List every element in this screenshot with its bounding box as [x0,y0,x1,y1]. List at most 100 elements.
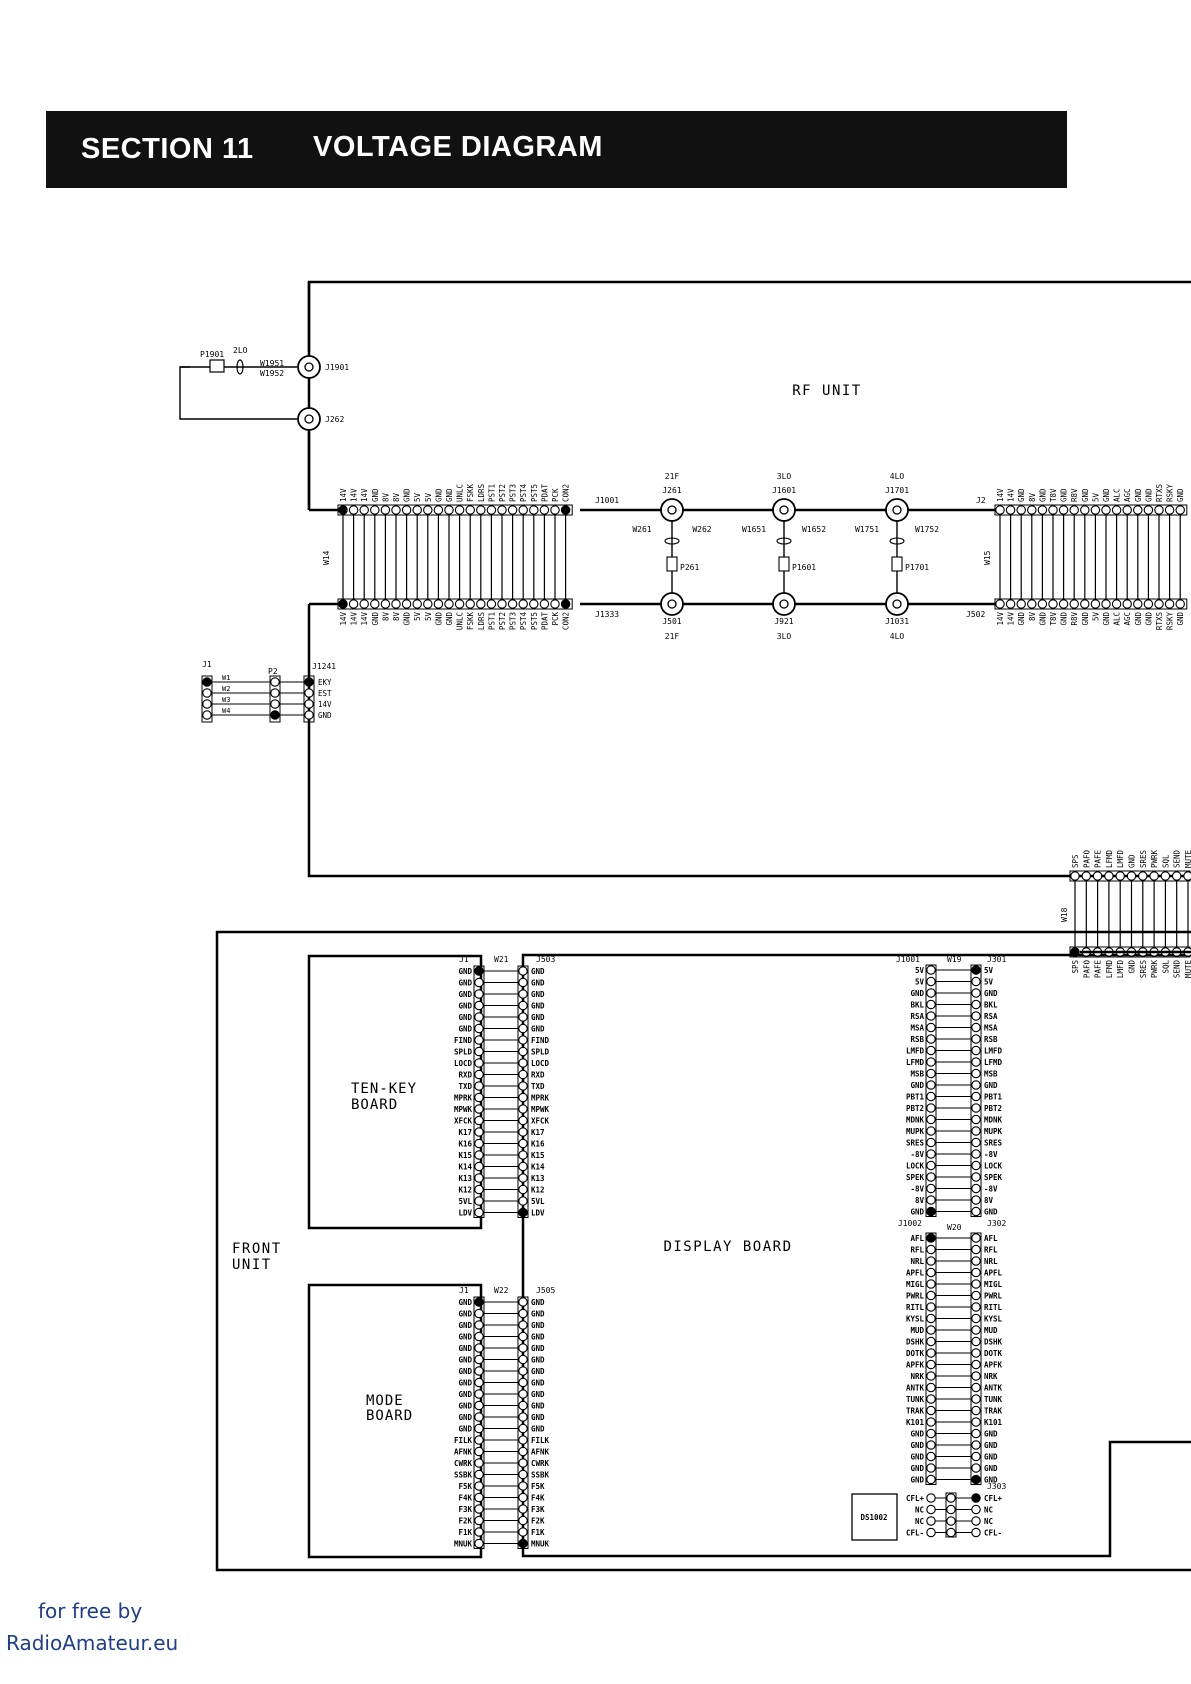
connector-j2-j502-top-pin [1111,505,1122,515]
coax-ferrule [236,359,244,375]
display-j1001-connector-right-pin [971,965,981,975]
connector-j1001-j1333-top-pin [391,505,401,515]
coax-plug-1: P1601 [792,563,816,572]
tenkey-connector-left-pin [474,1035,484,1045]
tenkey-connector-right-label: K16 [531,1140,545,1149]
w18-top-pin-label: MUTE [1184,849,1191,868]
connector-j1001-j1333-top-pin [359,505,369,515]
connector-j2-j502-bottom-pin [1080,599,1090,609]
tenkey-connector-right-label: SPLD [531,1048,550,1057]
mode-connector-left-body [473,1296,485,1549]
connector-j2-j502-bottom-pin [1143,599,1154,609]
display-j1001-connector-left-label: 5V [915,966,925,975]
connector-j1001-j1333-bottom-pin [433,599,444,609]
mode-connector-left-label: GND [458,1310,472,1319]
display-j1001-connector-right-label: SRES [984,1139,1003,1148]
mode-connector-right-pin [518,1354,528,1365]
connector-j1001-j1333-bottom-pin [423,599,433,609]
connector-j1001-j1333-top-pin-label: 5V [413,492,422,502]
connector-j2-j502-bottom-pin [1122,599,1132,609]
display-j1001-connector-right-pin [971,1137,981,1148]
mode-connector-right-pin [518,1435,528,1445]
tenkey-board-box [307,954,483,1230]
display-j1001-connector-right-pin [971,1034,981,1044]
mode-connector-right-pin [518,1343,528,1353]
mode-connector-right-label: GND [531,1390,545,1399]
tenkey-connector-right-pin [518,1104,528,1114]
connector-j2-j502-bottom-pin-label: 8V [1028,612,1037,622]
w18-top-pin-label: SPS [1071,854,1080,868]
coax-bottom-jack-label-2: J1031 [885,617,909,626]
mode-connector-left-label: GND [458,1344,472,1353]
ext-j1-pin [202,677,212,687]
display-j1001-connector-left-label: RSB [910,1035,924,1044]
tenkey-connector-left-label: XFCK [454,1117,473,1126]
mode-connector-right-label: GND [531,1333,545,1342]
w18-top-pin [1081,871,1092,881]
connector-j2-j502-bottom-pin [1005,599,1016,609]
tenkey-connector-right-pin [518,1035,528,1045]
display-j1002-connector-right-label: MUD [984,1326,998,1335]
display-j1001-connector-right-pin [971,1045,981,1056]
mode-connector-left-pin [474,1354,484,1365]
tenkey-connector-left-label: MPWK [454,1105,473,1114]
mode-connector-left-label: AFNK [454,1448,473,1457]
connector-j1001-j1333-bottom-pin [529,599,539,609]
connector-j1001-j1333-bottom-pin-label: 5V [413,612,422,622]
ext-pin-label-0: EKY [318,678,332,687]
display-j1001-connector-left-label: LOCK [906,1162,925,1171]
label-2lo: 2LO [233,346,248,355]
tenkey-connector-left-pin [474,1069,484,1080]
display-j1001-connector-left-pin [926,1183,936,1194]
display-j1001-connector-left-pin [926,976,936,987]
tenkey-connector-left-pin [474,977,484,988]
tenkey-connector-left-label: SPLD [454,1048,473,1057]
connector-j1001-j1333-top-pin-label: PST1 [487,484,496,502]
mode-connector-left-label: MNUK [454,1540,473,1549]
mode-connector-right-label: GND [531,1310,545,1319]
j303-mid-pin [946,1527,956,1538]
tenkey-connector-right-label: LOCD [531,1059,550,1068]
label-j502: J502 [966,610,985,619]
mode-connector-right-label: GND [531,1344,545,1353]
connector-j2-j502-bottom-pin-label: R8V [1070,612,1079,626]
tenkey-connector-right-pin [518,1127,528,1137]
front-unit-label: FRONT [232,1241,282,1257]
tenkey-connector-right-label: GND [531,979,545,988]
connector-j2-j502-top-pin [995,505,1005,515]
tenkey-connector-left-label: K17 [458,1128,472,1137]
ext-j1-pin [202,699,212,709]
connector-j1001-j1333-top-pin [539,505,550,515]
connector-j2-j502-top-pin [1154,505,1164,515]
label-w18: W18 [1060,907,1069,922]
connector-j1001-j1333-bottom-pin-label: GND [445,612,454,626]
ext-wire-label-3: W4 [222,707,230,715]
j303-left-label: NC [915,1506,924,1515]
connector-j1001-j1333-top-pin-label: CON2 [562,484,571,502]
section-title: VOLTAGE DIAGRAM [313,131,603,163]
display-j1001-connector-right-body [970,964,982,1217]
j303-left-label: NC [915,1517,924,1526]
connector-j1001-j1333-bottom-pin-label: GND [371,612,380,626]
mode-connector-left-label: GND [458,1321,472,1330]
w18-top-pin-label: LFMD [1105,849,1114,868]
connector-j1001-j1333-top-pin-label: 14V [350,488,359,502]
display-j1002-connector-right-pin [971,1474,981,1485]
ext-wire-label-0: W1 [222,674,230,682]
connector-j1001-j1333-top-pin-label: FSKK [466,483,475,502]
connector-j2-j502-top-pin [1101,505,1111,515]
mode-board-label-2: BOARD [366,1408,413,1424]
connector-j2-j502-bottom-pin [1101,599,1111,609]
w18-bottom-pin-label: SEND [1173,960,1182,979]
connector-j1001-j1333-top-pin-label: UNLC [456,484,465,502]
display-j1001-connector-left-pin [926,1160,936,1171]
ext-j1241-pin [304,688,314,698]
connector-j1001-j1333-top-pin-label: 5V [424,492,433,502]
display-j1002-connector-right-label: NRK [984,1372,998,1381]
tenkey-connector-right-pin [518,1138,528,1149]
display-j1002-connector-left-pin [926,1440,936,1450]
connector-j2-j502-bottom-pin [1154,599,1164,609]
label-j1333: J1333 [595,610,619,619]
tenkey-board-label-2: BOARD [351,1097,398,1113]
display-j1001-connector-right-pin [971,1160,981,1171]
